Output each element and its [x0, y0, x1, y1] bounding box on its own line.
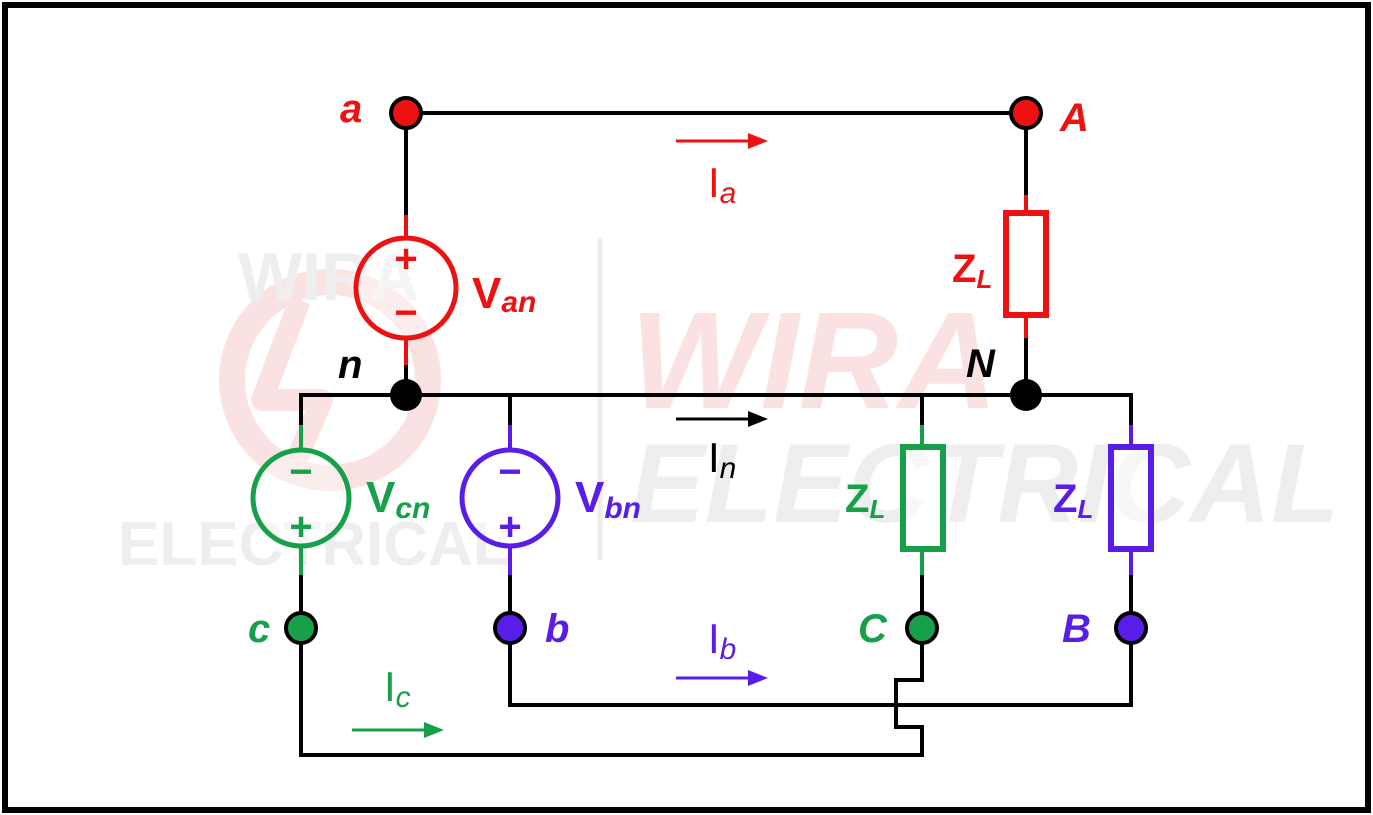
ic-label: Ic [384, 663, 411, 714]
current-in: In [676, 411, 768, 485]
van-label: Van [472, 269, 536, 319]
load-zc: ZL [845, 425, 946, 575]
node-n: n [338, 343, 422, 411]
node-B-label: B [1062, 607, 1091, 651]
node-a-label: a [340, 87, 362, 131]
current-ic: Ic [352, 663, 444, 738]
wire-neutral [299, 393, 1133, 425]
zc-resistor-icon [900, 444, 946, 552]
zb-resistor-icon [1108, 444, 1154, 552]
load-za: ZL [952, 195, 1049, 338]
vbn-bottom-sign: + [498, 505, 521, 549]
ia-arrow-icon [748, 133, 768, 149]
current-ia: Ia [676, 133, 768, 210]
zb-label: ZL [1053, 477, 1093, 524]
node-C: C [858, 607, 939, 651]
za-resistor-icon [1003, 210, 1049, 318]
in-arrow-icon [748, 411, 768, 427]
node-A-label: A [1059, 96, 1089, 140]
node-c: c [248, 607, 318, 651]
vcn-label: Vcn [366, 473, 430, 525]
node-b-label: b [545, 607, 569, 651]
ib-arrow-icon [748, 670, 768, 686]
vbn-label: Vbn [575, 473, 641, 525]
node-C-label: C [858, 607, 888, 651]
node-c-label: c [248, 607, 270, 651]
node-n-label: n [338, 343, 362, 387]
ic-arrow-icon [424, 722, 444, 738]
in-label: In [708, 434, 736, 485]
load-zb: ZL [1053, 425, 1154, 575]
vcn-bottom-sign: + [289, 505, 312, 549]
van-top-sign: + [394, 237, 417, 281]
source-vcn: − + Vcn [250, 425, 430, 575]
node-a: a [340, 87, 423, 131]
za-label: ZL [952, 247, 992, 294]
current-ib: Ib [676, 615, 768, 686]
vcn-top-sign: − [289, 450, 312, 494]
node-B: B [1062, 607, 1148, 651]
watermark-small-word1: WIRA [238, 239, 419, 315]
source-van: + − Van [353, 215, 536, 365]
node-b: b [493, 607, 569, 651]
source-vbn: − + Vbn [459, 425, 641, 575]
watermark-large-word2: ELECTRICAL [630, 421, 1339, 546]
vbn-top-sign: − [498, 450, 521, 494]
node-N-label: N [966, 342, 996, 386]
watermark-logo-icon [219, 269, 441, 491]
zc-label: ZL [845, 477, 885, 524]
ia-label: Ia [708, 159, 736, 210]
node-N: N [966, 342, 1042, 411]
watermark-large-word1: WIRA [630, 284, 998, 438]
ib-label: Ib [708, 615, 736, 666]
van-bottom-sign: − [394, 291, 417, 335]
node-A: A [1009, 96, 1089, 140]
